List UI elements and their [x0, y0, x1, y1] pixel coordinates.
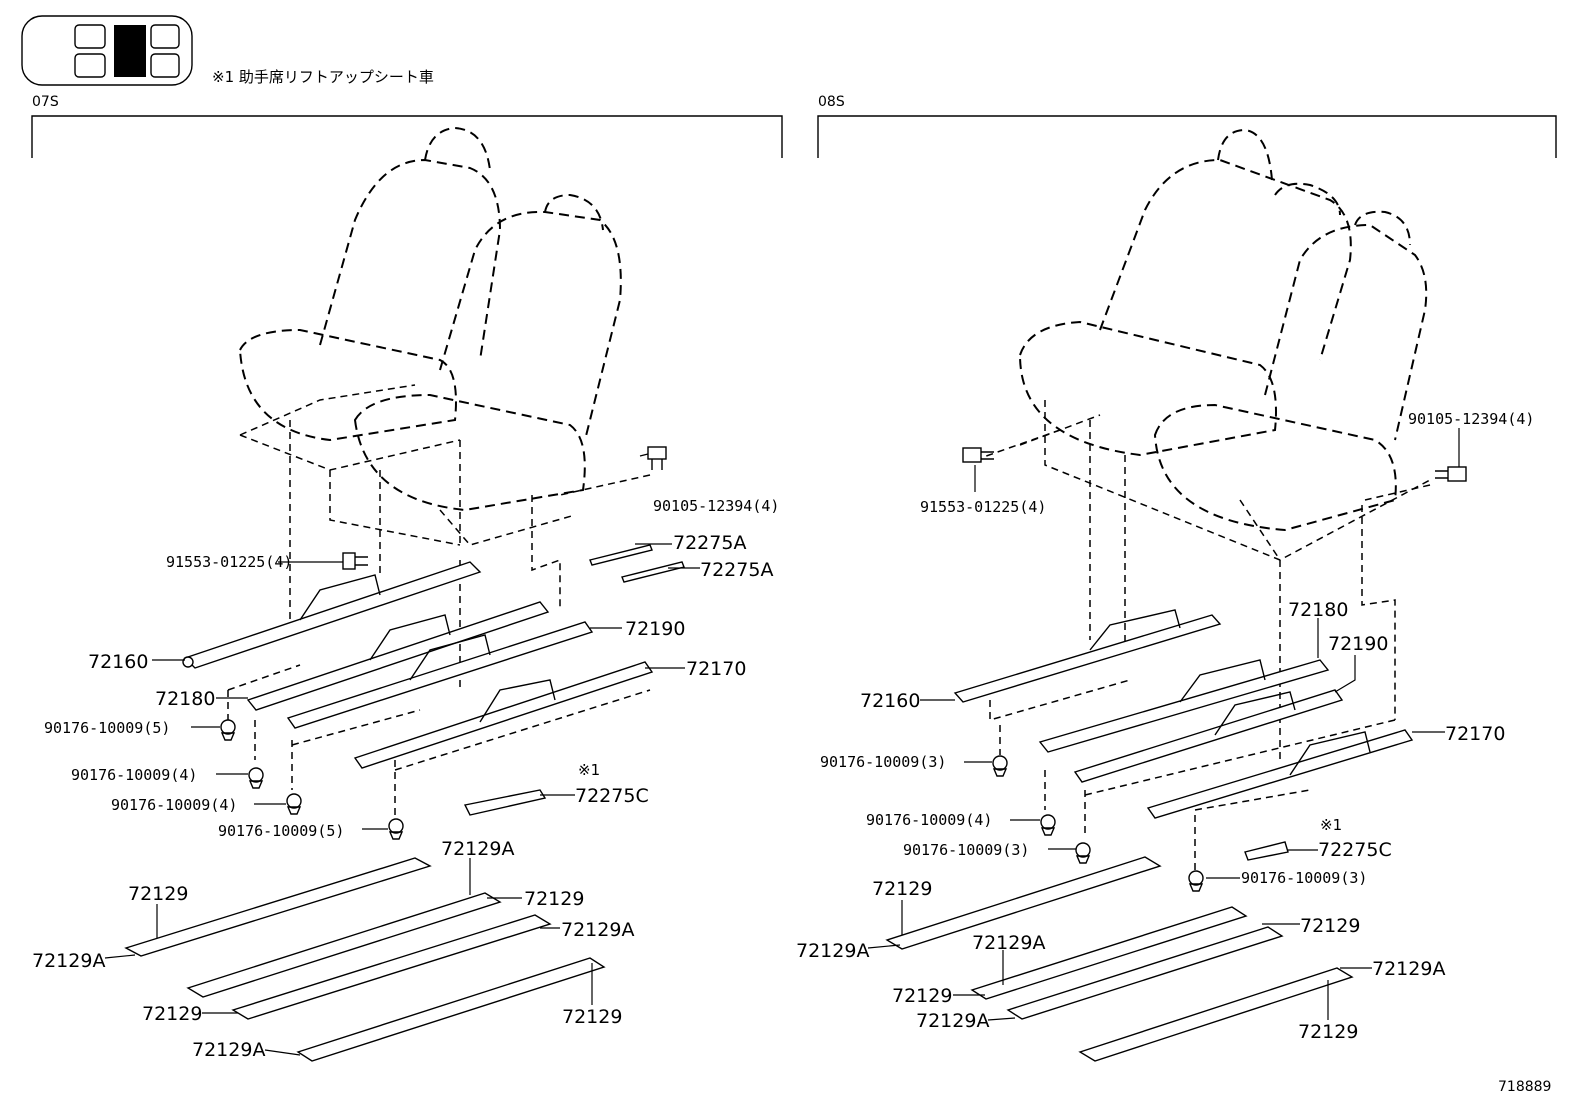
- label-72129-a-right: 72129: [872, 878, 932, 900]
- guide-lines-07s: [227, 420, 651, 815]
- label-72129a-b-right: 72129A: [972, 932, 1045, 954]
- leader-lines-08s: [867, 428, 1460, 1021]
- label-91553-01225-left: 91553-01225(4): [166, 553, 292, 571]
- rail-covers-08s: [885, 856, 1354, 1062]
- bracket-72275a: [589, 544, 685, 583]
- seat-rail-72180-right: [1038, 659, 1330, 753]
- bolt-icon: [1435, 466, 1467, 482]
- label-72275c-left: 72275C: [575, 785, 649, 807]
- label-72129-c-left: 72129: [142, 1003, 202, 1025]
- seat-rail-72170-right: [1146, 729, 1414, 819]
- header-note: ※1 助手席リフトアップシート車: [212, 68, 434, 86]
- label-72129-d-left: 72129: [562, 1006, 622, 1028]
- section-bracket-08s: [817, 115, 1557, 158]
- seat-outline-07s: [238, 126, 622, 546]
- bracket-72275c: [463, 789, 547, 816]
- label-72129-d-right: 72129: [1298, 1021, 1358, 1043]
- label-clip-2-left: 90176-10009(4): [71, 766, 197, 784]
- label-72170-left: 72170: [686, 658, 746, 680]
- label-91553-01225-right: 91553-01225(4): [920, 498, 1046, 516]
- clip-icon: [992, 755, 1008, 777]
- seat-rail-72160-right: [953, 609, 1222, 703]
- label-clip-3-right: 90176-10009(3): [903, 841, 1029, 859]
- label-72129a-d-right: 72129A: [916, 1010, 989, 1032]
- clip-icon: [286, 793, 302, 815]
- label-72129a-top-left: 72129A: [441, 838, 514, 860]
- label-72129a-bottom-left: 72129A: [192, 1039, 265, 1061]
- clip-icon: [1075, 842, 1091, 864]
- section-title-07s: 07S: [32, 94, 59, 110]
- label-72129a-c-right: 72129A: [1372, 958, 1445, 980]
- label-clip-1-right: 90176-10009(3): [820, 753, 946, 771]
- clip-icon: [248, 767, 264, 789]
- label-clip-1-left: 90176-10009(5): [44, 719, 170, 737]
- label-72129a-left-left: 72129A: [32, 950, 105, 972]
- note-mark-right: ※1: [1320, 816, 1342, 834]
- label-72190-left: 72190: [625, 618, 685, 640]
- guide-lines-08s: [974, 420, 1431, 870]
- seat-layout-icon: [21, 15, 193, 86]
- label-72275a-2: 72275A: [700, 559, 773, 581]
- label-72180-right: 72180: [1288, 599, 1348, 621]
- seat-rail-72180: [246, 601, 550, 711]
- section-title-08s: 08S: [818, 94, 845, 110]
- clip-icon: [388, 818, 404, 840]
- label-72160-right: 72160: [860, 690, 920, 712]
- bracket-72275c-right: [1244, 841, 1289, 861]
- label-72180-left: 72180: [155, 688, 215, 710]
- label-90105-12394-right: 90105-12394(4): [1408, 410, 1534, 428]
- seat-outline-08s: [1018, 128, 1431, 760]
- section-bracket-07s: [31, 115, 783, 158]
- label-clip-2-right: 90176-10009(4): [866, 811, 992, 829]
- label-72129-c-right: 72129: [892, 985, 952, 1007]
- label-72129-b-right: 72129: [1300, 915, 1360, 937]
- label-clip-4-left: 90176-10009(5): [218, 822, 344, 840]
- label-clip-3-left: 90176-10009(4): [111, 796, 237, 814]
- seat-rail-72170: [353, 661, 654, 769]
- clip-icon: [1188, 870, 1204, 892]
- bolt-icon: [342, 552, 368, 570]
- label-72129-a-left: 72129: [128, 883, 188, 905]
- bolt-icon: [962, 447, 994, 463]
- clip-icon: [1040, 814, 1056, 836]
- label-90105-12394-left: 90105-12394(4): [653, 497, 779, 515]
- label-72170-right: 72170: [1445, 723, 1505, 745]
- seat-rail-72190-right: [1073, 689, 1344, 783]
- label-clip-4-right: 90176-10009(3): [1241, 869, 1367, 887]
- leader-lines-07s: [104, 453, 700, 1056]
- seat-rail-72160: [182, 561, 482, 669]
- label-72129a-b-left: 72129A: [561, 919, 634, 941]
- label-72275a-1: 72275A: [673, 532, 746, 554]
- seat-rail-72190: [286, 621, 594, 729]
- bolt-icon: [647, 446, 667, 470]
- rail-covers-07s: [124, 857, 606, 1062]
- note-mark-left: ※1: [578, 761, 600, 779]
- clip-icon: [220, 719, 236, 741]
- label-72275c-right: 72275C: [1318, 839, 1392, 861]
- label-72160-left: 72160: [88, 651, 148, 673]
- image-id: 718889: [1498, 1079, 1551, 1095]
- label-72129-b-left: 72129: [524, 888, 584, 910]
- label-72190-right: 72190: [1328, 633, 1388, 655]
- label-72129a-a-right: 72129A: [796, 940, 869, 962]
